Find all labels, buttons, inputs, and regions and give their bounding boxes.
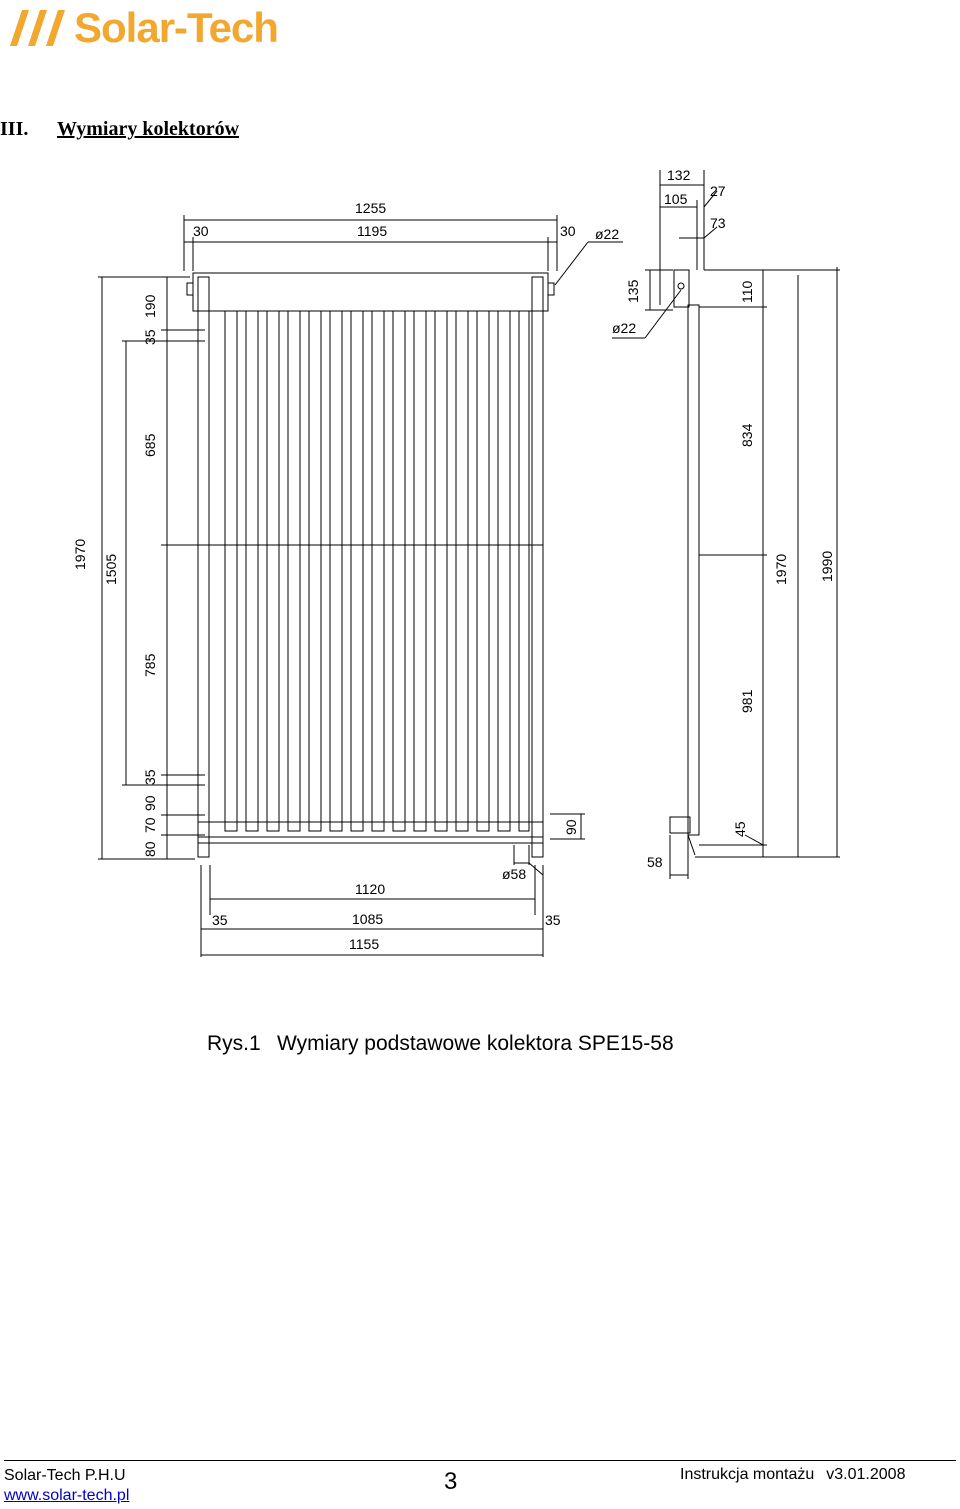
frame-rail-left: [197, 276, 210, 858]
page-number: 3: [444, 1468, 458, 1495]
outlet-pipe: [547, 282, 555, 296]
dim-110: 110: [739, 280, 755, 303]
dim-right-30: 30: [560, 223, 576, 239]
dim-135: 135: [625, 279, 641, 303]
dim-tube-diameter: ø58: [502, 866, 526, 882]
inlet-pipe: [186, 282, 194, 296]
dim-45: 45: [732, 821, 748, 837]
footer-divider: [4, 1460, 956, 1461]
brand-logo: Solar-Tech: [8, 4, 279, 52]
figure-text: Wymiary podstawowe kolektora SPE15-58: [277, 1032, 674, 1055]
dim-834: 834: [739, 423, 755, 447]
dim-190: 190: [142, 294, 158, 318]
dim-58: 58: [647, 854, 663, 870]
dim-35-bottom: 35: [142, 769, 158, 785]
dim-981: 981: [739, 689, 755, 713]
dim-80: 80: [142, 841, 158, 857]
dim-70: 70: [142, 817, 158, 833]
section-heading: III. Wymiary kolektorów: [0, 118, 239, 141]
dim-73: 73: [710, 215, 726, 231]
logo-slashes-icon: [10, 10, 65, 46]
dim-width-1255: 1255: [355, 200, 386, 216]
manifold-header: [192, 272, 549, 312]
collector-dimension-drawing: 1255 30 1195 30 ø22 1970 1505 190 35 685…: [72, 167, 840, 957]
dim-height-1505: 1505: [103, 554, 119, 585]
dim-132: 132: [667, 167, 691, 183]
section-number: III.: [0, 118, 29, 140]
figure-number: Rys.1: [207, 1032, 261, 1055]
dim-685: 685: [142, 433, 158, 457]
dim-1085: 1085: [352, 911, 383, 927]
section-title: Wymiary kolektorów: [57, 118, 240, 140]
dim-inlet-diameter: ø22: [595, 226, 619, 242]
dim-90: 90: [142, 795, 158, 811]
dim-35-top: 35: [142, 329, 158, 345]
side-frame: [687, 304, 700, 836]
footer-doc-info: Instrukcja montażu v3.01.2008: [680, 1466, 905, 1484]
footer-company-block: Solar-Tech P.H.U www.solar-tech.pl: [4, 1466, 129, 1506]
technical-drawing: 1255 30 1195 30 ø22 1970 1505 190 35 685…: [5, 145, 900, 963]
vacuum-tubes: [224, 310, 530, 832]
dim-bottom-35-left: 35: [212, 912, 228, 928]
dim-width-1195: 1195: [357, 223, 387, 239]
dim-1155: 1155: [349, 936, 379, 952]
figure-caption: Rys.1 Wymiary podstawowe kolektora SPE15-…: [207, 1032, 674, 1056]
dim-785: 785: [142, 653, 158, 677]
dim-side-diameter: ø22: [612, 320, 636, 336]
side-support: [669, 816, 691, 834]
dim-side-1970: 1970: [773, 554, 789, 585]
footer-website-link[interactable]: www.solar-tech.pl: [4, 1487, 130, 1504]
dim-27: 27: [710, 183, 726, 199]
dim-side-90: 90: [563, 819, 579, 835]
footer-doc-title: Instrukcja montażu: [680, 1466, 815, 1483]
dim-bottom-35-right: 35: [545, 912, 561, 928]
dim-1990: 1990: [819, 551, 835, 582]
dim-left-30: 30: [193, 223, 209, 239]
dim-105: 105: [664, 191, 688, 207]
dim-height-1970: 1970: [72, 539, 88, 570]
footer-version: v3.01.2008: [826, 1466, 906, 1483]
frame-rail-right: [531, 276, 544, 858]
brand-name: Solar-Tech: [74, 4, 279, 51]
dim-1120: 1120: [355, 881, 385, 897]
side-header: [673, 269, 690, 308]
footer-company: Solar-Tech P.H.U: [4, 1467, 126, 1484]
